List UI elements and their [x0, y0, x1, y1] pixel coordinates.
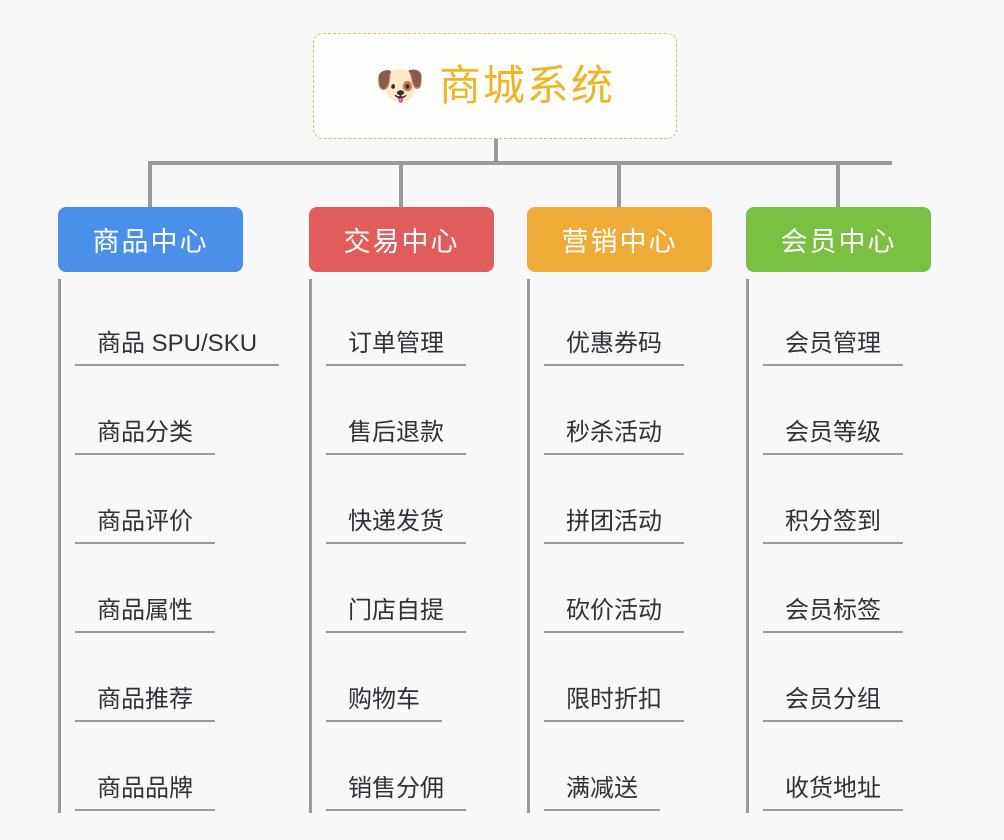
leaf-item[interactable]: 订单管理	[326, 279, 494, 368]
leaf-item[interactable]: 售后退款	[326, 368, 494, 457]
leaf-label: 限时折扣	[544, 686, 684, 722]
leaf-label: 售后退款	[326, 419, 466, 455]
leaf-item[interactable]: 秒杀活动	[544, 368, 712, 457]
category-column-2: 交易中心 订单管理 售后退款 快递发货 门店自提 购物车 销售分佣	[309, 207, 494, 813]
leaf-label: 优惠券码	[544, 330, 684, 366]
leaf-item[interactable]: 商品品牌	[75, 724, 279, 813]
leaf-list-2: 订单管理 售后退款 快递发货 门店自提 购物车 销售分佣	[309, 279, 494, 813]
leaf-label: 商品评价	[75, 508, 215, 544]
leaf-list-4: 会员管理 会员等级 积分签到 会员标签 会员分组 收货地址	[746, 279, 931, 813]
connector-horizontal-bus	[148, 161, 892, 165]
leaf-list-3: 优惠券码 秒杀活动 拼团活动 砍价活动 限时折扣 满减送	[527, 279, 712, 813]
leaf-item[interactable]: 商品评价	[75, 457, 279, 546]
leaf-item[interactable]: 销售分佣	[326, 724, 494, 813]
leaf-label: 积分签到	[763, 508, 903, 544]
leaf-item[interactable]: 收货地址	[763, 724, 931, 813]
leaf-label: 门店自提	[326, 597, 466, 633]
category-box-4[interactable]: 会员中心	[746, 207, 931, 272]
category-column-4: 会员中心 会员管理 会员等级 积分签到 会员标签 会员分组 收货地址	[746, 207, 931, 813]
leaf-item[interactable]: 商品属性	[75, 546, 279, 635]
leaf-list-1: 商品 SPU/SKU 商品分类 商品评价 商品属性 商品推荐 商品品牌	[58, 279, 280, 813]
leaf-item[interactable]: 优惠券码	[544, 279, 712, 368]
leaf-label: 商品品牌	[75, 775, 215, 811]
category-box-2[interactable]: 交易中心	[309, 207, 494, 272]
connector-drop-4	[836, 161, 840, 207]
leaf-label: 会员分组	[763, 686, 903, 722]
connector-drop-2	[399, 161, 403, 207]
leaf-label: 订单管理	[326, 330, 466, 366]
leaf-item[interactable]: 快递发货	[326, 457, 494, 546]
leaf-label: 会员管理	[763, 330, 903, 366]
leaf-label: 砍价活动	[544, 597, 684, 633]
connector-root-stem	[494, 139, 498, 164]
leaf-label: 商品属性	[75, 597, 215, 633]
leaf-item[interactable]: 商品推荐	[75, 635, 279, 724]
dog-face-icon: 🐶	[375, 64, 425, 108]
leaf-label: 商品 SPU/SKU	[75, 330, 280, 366]
leaf-item[interactable]: 会员标签	[763, 546, 931, 635]
leaf-label: 拼团活动	[544, 508, 684, 544]
leaf-item[interactable]: 积分签到	[763, 457, 931, 546]
leaf-label: 商品分类	[75, 419, 215, 455]
leaf-label: 快递发货	[326, 508, 466, 544]
leaf-label: 销售分佣	[326, 775, 466, 811]
leaf-label: 商品推荐	[75, 686, 215, 722]
leaf-item[interactable]: 限时折扣	[544, 635, 712, 724]
leaf-item[interactable]: 购物车	[326, 635, 494, 724]
leaf-label: 满减送	[544, 775, 660, 811]
leaf-item[interactable]: 满减送	[544, 724, 712, 813]
root-title: 商城系统	[438, 62, 615, 109]
leaf-label: 秒杀活动	[544, 419, 684, 455]
category-box-3[interactable]: 营销中心	[527, 207, 712, 272]
connector-drop-3	[617, 161, 621, 207]
leaf-item[interactable]: 拼团活动	[544, 457, 712, 546]
leaf-label: 会员等级	[763, 419, 903, 455]
leaf-label: 收货地址	[763, 775, 903, 811]
leaf-item[interactable]: 会员管理	[763, 279, 931, 368]
root-node[interactable]: 🐶 商城系统	[313, 33, 677, 139]
leaf-label: 会员标签	[763, 597, 903, 633]
leaf-item[interactable]: 商品 SPU/SKU	[75, 279, 280, 368]
leaf-item[interactable]: 商品分类	[75, 368, 279, 457]
category-box-1[interactable]: 商品中心	[58, 207, 243, 272]
leaf-item[interactable]: 会员分组	[763, 635, 931, 724]
leaf-item[interactable]: 会员等级	[763, 368, 931, 457]
leaf-label: 购物车	[326, 686, 442, 722]
category-column-3: 营销中心 优惠券码 秒杀活动 拼团活动 砍价活动 限时折扣 满减送	[527, 207, 712, 813]
category-column-1: 商品中心 商品 SPU/SKU 商品分类 商品评价 商品属性 商品推荐 商品品牌	[58, 207, 280, 813]
leaf-item[interactable]: 门店自提	[326, 546, 494, 635]
leaf-item[interactable]: 砍价活动	[544, 546, 712, 635]
connector-drop-1	[148, 161, 152, 207]
